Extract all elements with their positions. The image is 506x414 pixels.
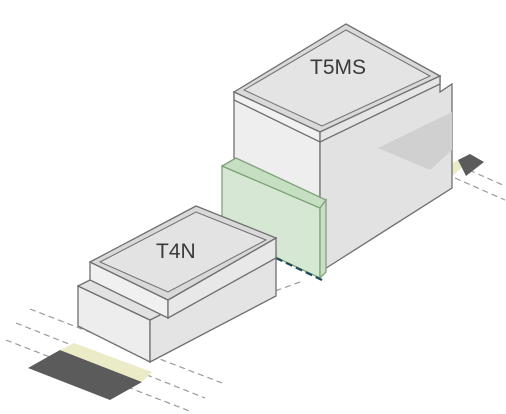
addition-side-face (319, 198, 327, 280)
green-addition (220, 157, 328, 280)
sidewalk-strip-left (60, 343, 152, 382)
t5ms-parapet-side (319, 74, 441, 144)
street-strip-left (28, 350, 142, 400)
frontage-line (275, 257, 323, 281)
label-t5ms: T5MS (310, 56, 366, 79)
t5ms-base-shadow (378, 112, 452, 170)
label-t4n: T4N (156, 240, 196, 263)
t5ms-parapet-rim (242, 29, 432, 127)
t4n-parapet-rim (98, 211, 268, 293)
street-strip-right (458, 154, 484, 176)
building-t5ms (232, 23, 453, 274)
building-t4n (76, 205, 278, 364)
